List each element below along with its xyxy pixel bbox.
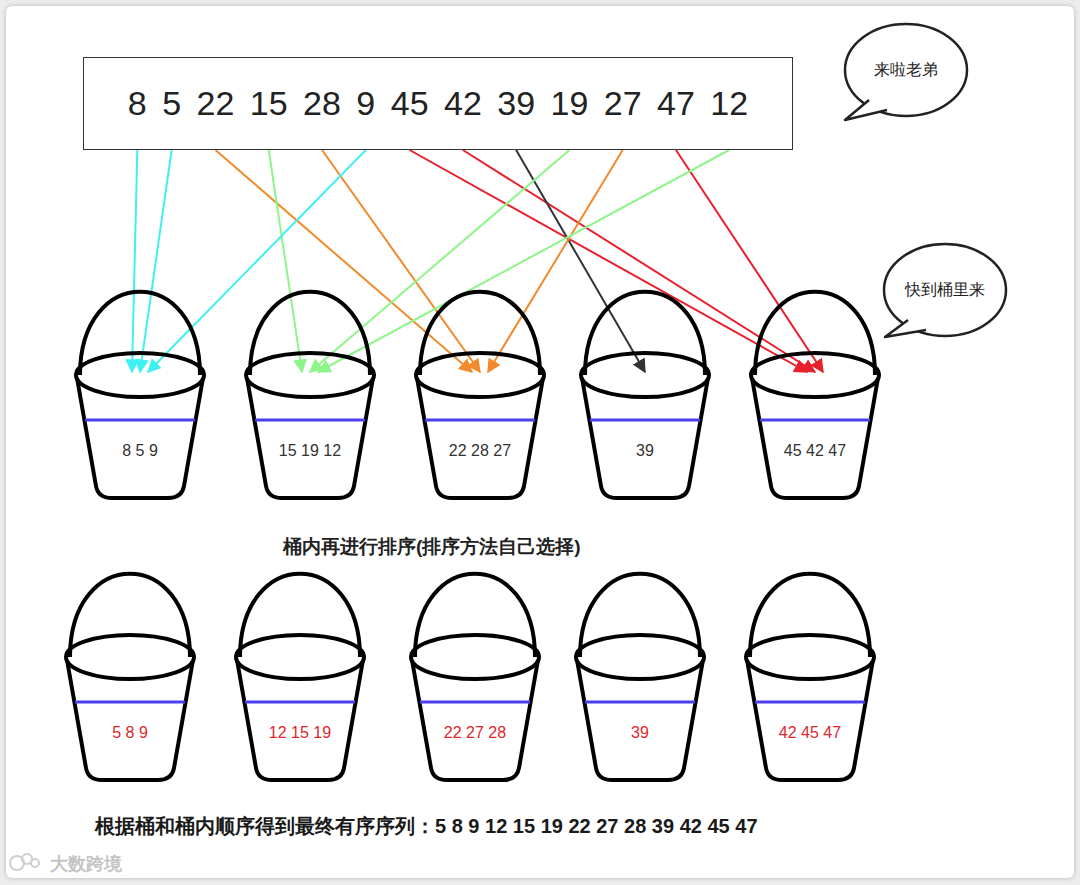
watermark: 大数跨境 <box>50 852 122 876</box>
bucket-content: 42 45 47 <box>742 724 878 742</box>
bucket-outline <box>407 570 543 785</box>
logo-ring <box>31 859 39 867</box>
bucket-content: 5 8 9 <box>62 724 198 742</box>
water-line <box>585 701 695 704</box>
flow-arrow <box>132 150 137 372</box>
flow-arrow <box>488 150 623 372</box>
bucket-handle <box>580 574 700 657</box>
bucket: 42 45 47 <box>742 570 878 785</box>
bucket-outline <box>572 570 708 785</box>
water-line <box>755 701 865 704</box>
bucket-outline <box>747 288 883 503</box>
bucket-rim <box>746 635 874 679</box>
bucket-outline <box>72 288 208 503</box>
bucket-handle <box>250 292 370 375</box>
bubble-ellipse <box>845 24 967 116</box>
flow-arrow <box>410 150 807 372</box>
flow-arrow <box>463 150 815 372</box>
bucket-handle <box>70 574 190 657</box>
speech-bubble: 快到桶里来 <box>882 242 1008 338</box>
speech-bubble: 来啦老弟 <box>843 22 969 118</box>
bucket-rim <box>416 353 544 397</box>
bucket-rim <box>76 353 204 397</box>
water-line <box>245 701 355 704</box>
bucket-content: 45 42 47 <box>747 442 883 460</box>
sequence-box: 8 5 22 15 28 9 45 42 39 19 27 47 12 <box>83 57 793 150</box>
bubble-tail <box>885 320 926 337</box>
flow-arrow <box>322 150 480 372</box>
bucket-outline <box>577 288 713 503</box>
bucket-content: 12 15 19 <box>232 724 368 742</box>
bucket-outline <box>412 288 548 503</box>
bubble-ellipse <box>884 244 1006 336</box>
bucket: 8 5 9 <box>72 288 208 503</box>
water-line <box>760 419 870 422</box>
bucket: 45 42 47 <box>747 288 883 503</box>
flow-arrow <box>269 150 302 372</box>
bucket: 39 <box>572 570 708 785</box>
water-line <box>590 419 700 422</box>
bucket-handle <box>420 292 540 375</box>
bucket-rim <box>236 635 364 679</box>
bucket-content: 15 19 12 <box>242 442 378 460</box>
bucket-rim <box>411 635 539 679</box>
bucket-outline <box>232 570 368 785</box>
bubble-text: 快到桶里来 <box>905 280 985 301</box>
bucket-content: 8 5 9 <box>72 442 208 460</box>
bucket: 5 8 9 <box>62 570 198 785</box>
bucket-handle <box>415 574 535 657</box>
flow-arrow <box>140 150 172 372</box>
watermark-logo <box>8 850 48 876</box>
bucket: 39 <box>577 288 713 503</box>
bucket-content: 22 28 27 <box>412 442 548 460</box>
bucket-outline <box>242 288 378 503</box>
water-line <box>420 701 530 704</box>
sequence-text: 8 5 22 15 28 9 45 42 39 19 27 47 12 <box>128 84 748 123</box>
bucket: 22 28 27 <box>412 288 548 503</box>
bubble-tail <box>845 100 887 120</box>
bucket-handle <box>80 292 200 375</box>
bucket: 15 19 12 <box>242 288 378 503</box>
bucket-handle <box>585 292 705 375</box>
bucket-handle <box>750 574 870 657</box>
bucket-outline <box>742 570 878 785</box>
flow-arrow <box>310 150 569 372</box>
bucket-content: 39 <box>572 724 708 742</box>
water-line <box>425 419 535 422</box>
bucket: 22 27 28 <box>407 570 543 785</box>
water-line <box>75 701 185 704</box>
bucket-rim <box>581 353 709 397</box>
water-line <box>85 419 195 422</box>
bucket-content: 39 <box>577 442 713 460</box>
bucket: 12 15 19 <box>232 570 368 785</box>
bubble-text: 来啦老弟 <box>874 60 938 81</box>
water-line <box>255 419 365 422</box>
bucket-handle <box>240 574 360 657</box>
step-note: 桶内再进行排序(排序方法自己选择) <box>283 534 581 560</box>
bucket-rim <box>66 635 194 679</box>
bucket-rim <box>576 635 704 679</box>
bucket-rim <box>246 353 374 397</box>
bucket-outline <box>62 570 198 785</box>
flow-arrow <box>318 150 729 372</box>
bucket-handle <box>755 292 875 375</box>
bucket-content: 22 27 28 <box>407 724 543 742</box>
result-sentence: 根据桶和桶内顺序得到最终有序序列：5 8 9 12 15 19 22 27 28… <box>95 813 758 840</box>
bucket-rim <box>751 353 879 397</box>
